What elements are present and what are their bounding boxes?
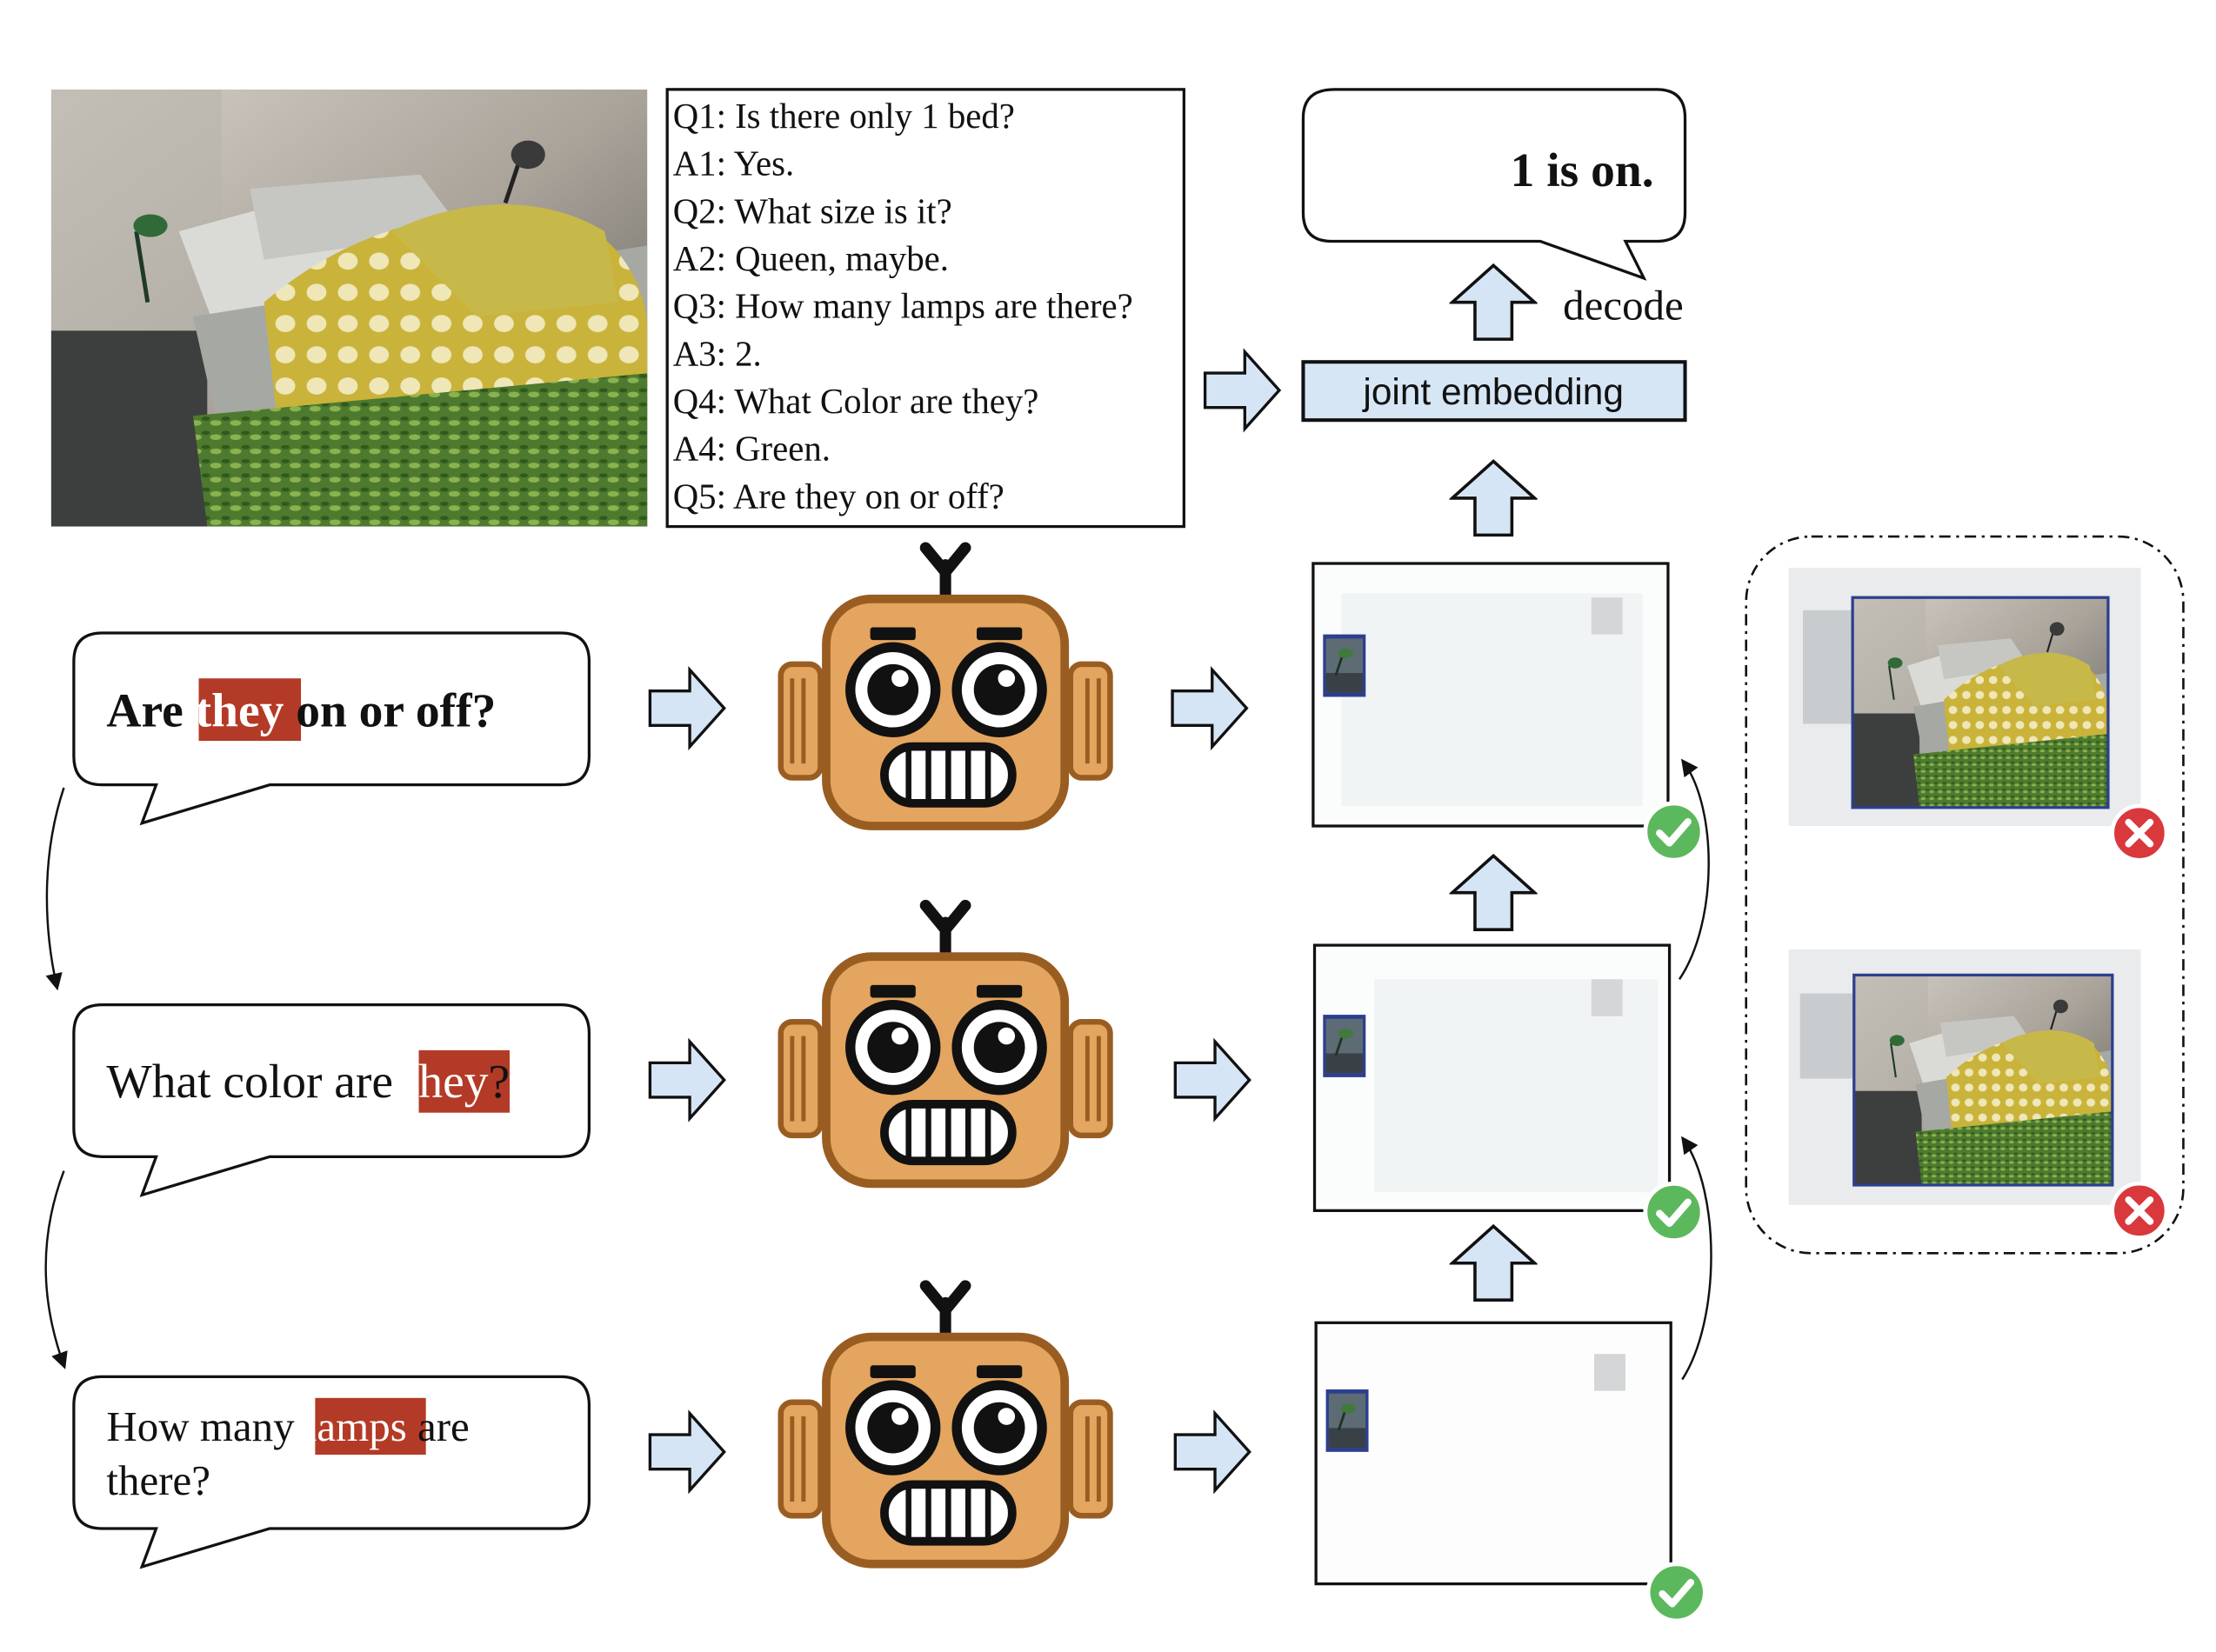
cross-circle-icon (2113, 806, 2166, 860)
dialog-line: Q2: What size is it? (673, 191, 952, 230)
arrow-dialog-to-embedding (1203, 350, 1281, 430)
arrow-robot-to-map-q4 (1173, 1040, 1252, 1121)
coref-highlight-q5 (198, 678, 302, 742)
coref-highlight-q4 (418, 1049, 510, 1113)
arrow-q3-to-robot (648, 1411, 726, 1492)
dialog-line: Q5: Are they on or off? (673, 476, 1005, 516)
dialog-line: Q3: How many lamps are there? (673, 287, 1133, 326)
question-bubble-q3 (72, 1375, 591, 1569)
robot-icon-q5 (781, 548, 1111, 826)
arrow-attention-to-embedding (1451, 459, 1537, 537)
dialog-line: A2: Queen, maybe. (673, 239, 949, 278)
arrow-map-q3-to-q4 (1451, 1224, 1537, 1302)
dialog-history-box (665, 88, 1185, 529)
question-text-q3: How many lamps are (106, 1402, 469, 1450)
dialog-line: A3: 2. (673, 334, 762, 373)
reference-arrow-q5-to-q4 (45, 787, 65, 991)
answer-bubble (1301, 88, 1687, 281)
dialog-line: A1: Yes. (673, 144, 794, 183)
dialog-line: A4: Green. (673, 430, 831, 469)
check-circle-icon (1645, 803, 1702, 860)
arrow-map-q4-to-q5 (1451, 854, 1537, 931)
alternative-attention-2 (1788, 949, 2141, 1205)
bedroom-photo (51, 90, 648, 527)
incorrect-alternatives-frame (1745, 535, 2185, 1255)
reference-arrow-q4-to-q3 (44, 1170, 68, 1369)
arrow-q4-to-robot (648, 1040, 726, 1121)
dialog-line: Q4: What Color are they? (673, 382, 1039, 421)
cross-circle-icon (2113, 1183, 2166, 1237)
arrow-robot-to-map-q5 (1171, 668, 1249, 749)
arrow-q5-to-robot (648, 668, 726, 749)
robot-icon-q4 (781, 905, 1111, 1183)
answer-text: 1 is on. (1511, 144, 1654, 197)
memory-arrow-q4-to-q5 (1678, 758, 1710, 980)
alternative-attention-1 (1788, 567, 2141, 826)
check-circle-icon (1648, 1564, 1705, 1621)
question-text-q5: Are they on or off? (106, 685, 496, 738)
decode-label: decode (1563, 281, 1684, 329)
joint-embedding-label: joint embedding (1361, 371, 1624, 412)
dialog-history-lines: Q1: Is there only 1 bed? A1: Yes. Q2: What… (673, 97, 1133, 516)
robot-icon-q3 (781, 1286, 1111, 1564)
arrow-decode (1451, 263, 1537, 341)
question-text-q3-line2: there? (106, 1456, 210, 1504)
question-text-q4: What color are they? (106, 1056, 510, 1109)
check-circle-icon (1645, 1183, 1702, 1240)
arrow-robot-to-map-q3 (1173, 1411, 1252, 1492)
joint-embedding-box (1301, 360, 1687, 423)
coref-highlight-q3 (315, 1397, 426, 1455)
dialog-line: Q1: Is there only 1 bed? (673, 97, 1015, 136)
memory-arrow-q3-to-q4 (1681, 1136, 1712, 1381)
